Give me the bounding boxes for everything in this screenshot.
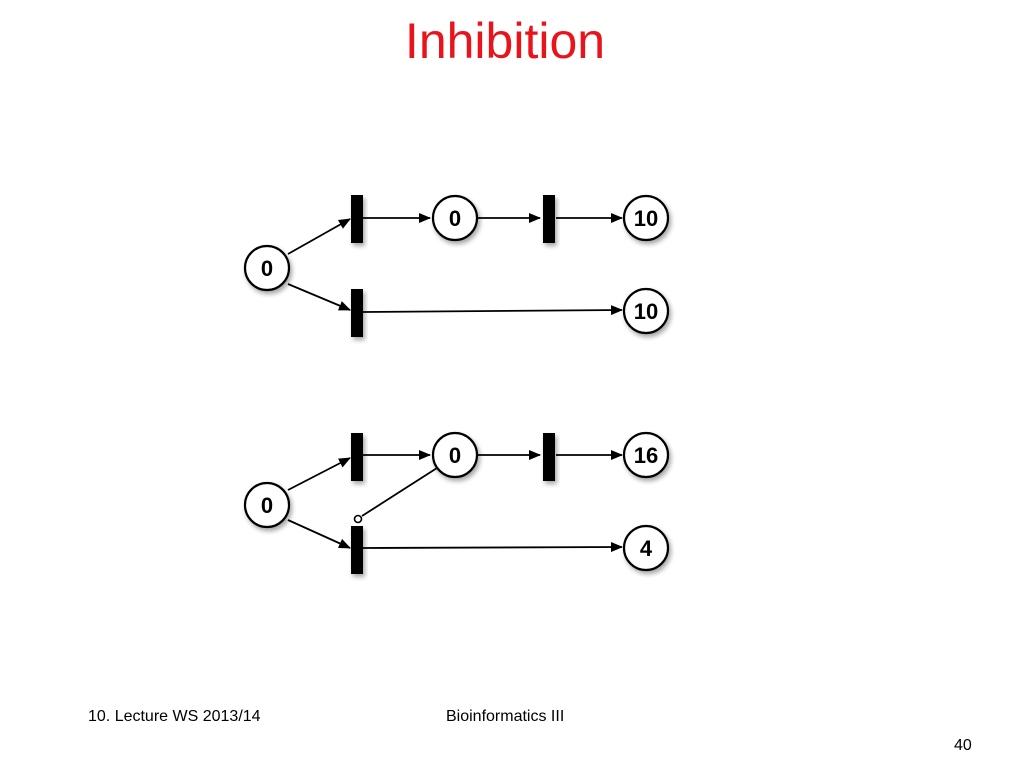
bottom-intermediate-token-count: 0: [449, 443, 461, 468]
bottom-upper-transition: [351, 433, 363, 481]
bottom-lower-sink-place: 4: [622, 524, 670, 572]
bottom-source-token-count: 0: [261, 493, 273, 518]
top-intermediate-place: 0: [431, 194, 479, 242]
top-second-transition: [543, 195, 555, 243]
bottom-arc-source-to-lower-transition: [287, 519, 351, 549]
top-lower-sink-place: 10: [622, 287, 670, 335]
bottom-inhibitor-arc: [361, 467, 438, 517]
bottom-second-transition: [543, 433, 555, 481]
top-upper-sink-token-count: 10: [634, 206, 658, 231]
top-lower-sink-token-count: 10: [634, 299, 658, 324]
bottom-upper-sink-token-count: 16: [634, 443, 658, 468]
top-upper-transition: [351, 195, 363, 243]
footer-course-label: Bioinformatics III: [446, 708, 565, 725]
top-upper-sink-place: 10: [622, 194, 670, 242]
bottom-arc-lower-transition-to-lower-sink: [362, 542, 623, 553]
top-source-place: 0: [243, 244, 291, 292]
inhibitor-circle-head: [353, 514, 363, 524]
slide-title: Inhibition: [404, 13, 606, 69]
top-intermediate-token-count: 0: [449, 206, 461, 231]
top-petri-net: 0 0 10 10: [243, 194, 670, 337]
bottom-upper-sink-place: 16: [622, 431, 670, 479]
bottom-lower-transition: [351, 526, 363, 574]
top-lower-transition: [351, 289, 363, 337]
top-arc-source-to-lower-transition: [287, 283, 351, 311]
page-number: 40: [954, 737, 972, 754]
top-source-token-count: 0: [261, 256, 273, 281]
top-arc-source-to-upper-transition: [287, 218, 351, 255]
bottom-petri-net: 0 0 16 4: [243, 431, 670, 574]
bottom-source-place: 0: [243, 481, 291, 529]
bottom-arc-source-to-upper-transition: [287, 457, 351, 491]
bottom-intermediate-place: 0: [431, 431, 479, 479]
top-arc-lower-transition-to-lower-sink: [362, 305, 623, 316]
footer-lecture-label: 10. Lecture WS 2013/14: [88, 708, 261, 725]
bottom-lower-sink-token-count: 4: [640, 536, 653, 561]
